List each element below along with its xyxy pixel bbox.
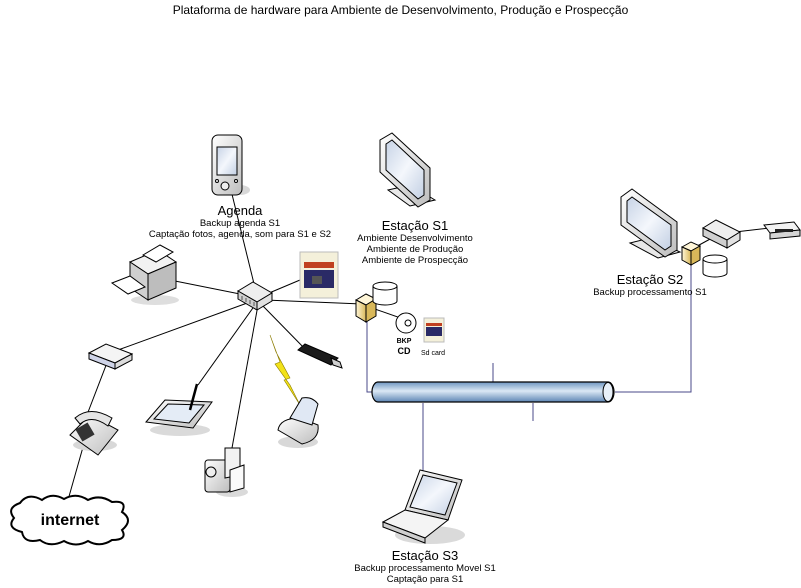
agenda-label: Agenda Backup agenda S1 Captação fotos, …	[110, 203, 370, 240]
s1-line-3: Ambiente de Prospecção	[361, 255, 469, 266]
s1-line-2: Ambiente de Produção	[366, 244, 464, 255]
link-usb-switch	[261, 304, 309, 353]
monitor-s2-icon	[620, 188, 682, 259]
link-modem-switch	[117, 301, 251, 351]
printer-icon	[110, 244, 179, 305]
link-phone-internet	[67, 439, 86, 501]
internet-label: internet	[40, 512, 100, 529]
s1-label: Estação S1 Ambiente Desenvolvimento Ambi…	[330, 218, 500, 266]
laptop-s3-icon	[381, 469, 465, 544]
sd-card-large-icon	[299, 251, 339, 299]
server-s1-icon	[354, 293, 378, 323]
link-camera-switch	[227, 304, 259, 471]
s1-line-1: Ambiente Desenvolvimento	[357, 233, 473, 244]
cd-label-line-1: BKP	[396, 338, 412, 345]
link-switch-s1server	[264, 299, 363, 305]
switch-icon	[237, 281, 273, 311]
disk-s2-icon	[702, 254, 728, 278]
internet-cloud-icon	[10, 494, 129, 546]
link-agenda-switch	[227, 177, 259, 301]
s2-label: Estação S2 Backup processamento S1	[580, 272, 720, 298]
modem-icon	[87, 343, 134, 370]
pda-icon	[211, 134, 250, 196]
s1-name: Estação S1	[381, 218, 449, 233]
s2-line-1: Backup processamento S1	[593, 287, 707, 298]
link-s1-bus	[366, 318, 372, 393]
cd-icon	[395, 312, 417, 334]
wireless-lightning-icon	[269, 334, 301, 406]
agenda-line-1: Backup agenda S1	[199, 218, 281, 229]
network-bus	[371, 381, 615, 403]
link-tablet-switch	[197, 304, 256, 386]
switch-s2-icon	[701, 219, 742, 249]
monitor-s1-icon	[379, 132, 437, 208]
cd-label-line-2: CD	[397, 346, 411, 356]
tablet-icon	[145, 383, 213, 436]
disk-s1-icon	[372, 281, 398, 306]
s3-line-2: Captação para S1	[386, 574, 464, 585]
sd-card-label: Sd card	[420, 350, 446, 357]
agenda-line-2: Captação fotos, agenda, som para S1 e S2	[148, 229, 332, 240]
cellphone-icon	[277, 397, 319, 448]
sd-card-small-icon	[423, 317, 445, 343]
s3-line-1: Backup processamento Movel S1	[354, 563, 496, 574]
s3-name: Estação S3	[391, 548, 459, 563]
camcorder-icon	[204, 447, 248, 497]
usb-stick-icon	[297, 343, 343, 369]
telephone-icon	[69, 411, 119, 456]
diagram-title: Plataforma de hardware para Ambiente de …	[172, 3, 629, 17]
s2-name: Estação S2	[616, 272, 684, 287]
server-s2-icon	[680, 241, 702, 266]
printer-s2-icon	[763, 221, 801, 240]
s3-label: Estação S3 Backup processamento Movel S1…	[335, 548, 515, 585]
agenda-name: Agenda	[217, 203, 263, 218]
cd-label: BKP CD	[392, 338, 416, 356]
link-switch2-printer2	[734, 227, 771, 233]
link-s2-bus	[615, 258, 692, 393]
